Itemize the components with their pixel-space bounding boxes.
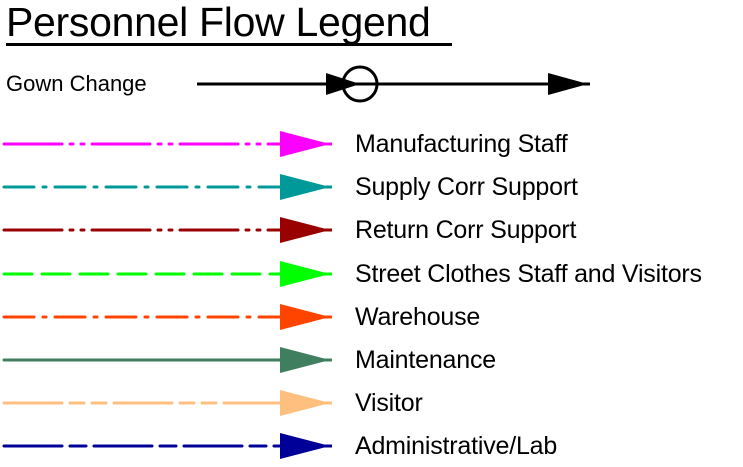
arrowhead-icon (280, 217, 330, 243)
arrowhead-icon (280, 304, 330, 330)
legend-swatch-visitor (2, 390, 332, 416)
legend-title: Personnel Flow Legend (6, 0, 431, 45)
legend-label-street-clothes-staff-and-visitors: Street Clothes Staff and Visitors (355, 260, 702, 288)
legend-label-return-corr-support: Return Corr Support (355, 216, 577, 244)
gown-change-symbol (197, 65, 590, 103)
arrowhead-icon (280, 261, 330, 287)
arrowhead-icon (280, 433, 330, 459)
gown-change-end-arrow-icon (548, 73, 588, 95)
legend-label-warehouse: Warehouse (355, 303, 481, 331)
legend-swatch-administrative-lab (2, 433, 332, 459)
legend-label-administrative-lab: Administrative/Lab (355, 432, 558, 460)
legend-swatch-supply-corr-support (2, 174, 332, 200)
legend-label-manufacturing-staff: Manufacturing Staff (355, 130, 568, 158)
legend-swatch-manufacturing-staff (2, 131, 332, 157)
legend-swatch-warehouse (2, 304, 332, 330)
legend-swatch-return-corr-support (2, 217, 332, 243)
arrowhead-icon (280, 390, 330, 416)
gown-change-label: Gown Change (6, 71, 147, 96)
legend-label-maintenance: Maintenance (355, 346, 496, 374)
legend-swatch-street-clothes-staff-and-visitors (2, 261, 332, 287)
title-underline (6, 43, 452, 46)
legend-swatch-maintenance (2, 347, 332, 373)
arrowhead-icon (280, 174, 330, 200)
legend-label-visitor: Visitor (355, 389, 423, 417)
legend-label-supply-corr-support: Supply Corr Support (355, 173, 578, 201)
gown-change-circle-icon (341, 65, 379, 103)
arrowhead-icon (280, 131, 330, 157)
arrowhead-icon (280, 347, 330, 373)
